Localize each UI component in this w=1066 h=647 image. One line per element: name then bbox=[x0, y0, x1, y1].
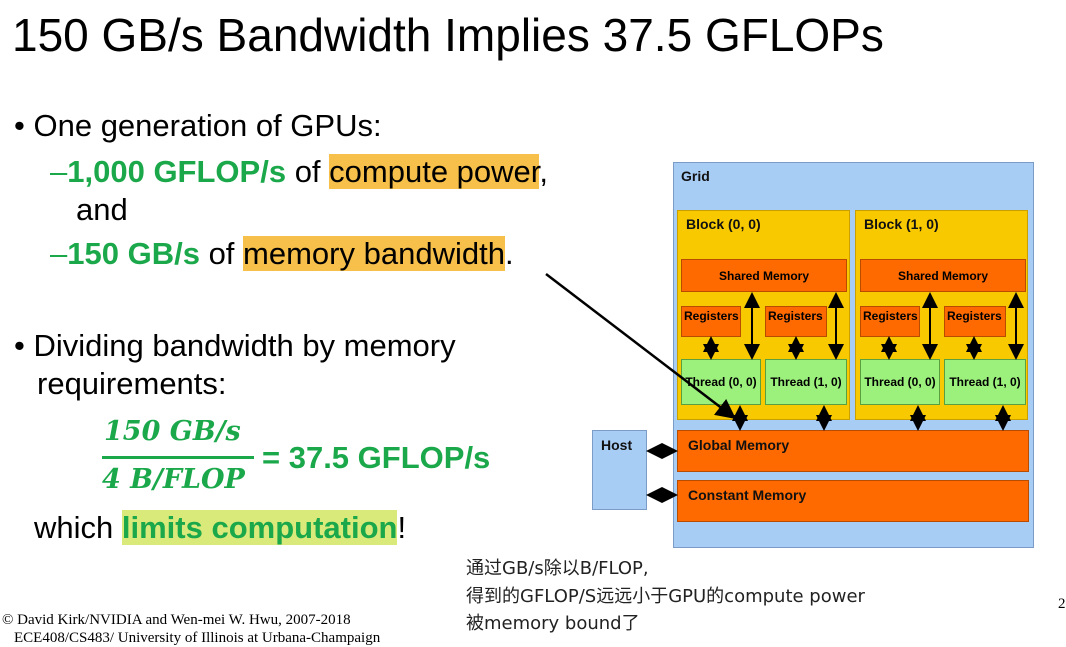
sub-item-bandwidth: –150 GB/s of memory bandwidth. bbox=[50, 236, 514, 272]
bullet-text: Dividing bandwidth by memory bbox=[33, 328, 456, 363]
footer-copyright: © David Kirk/NVIDIA and Wen-mei W. Hwu, … bbox=[2, 612, 351, 628]
exclaim-text: ! bbox=[397, 510, 407, 545]
thread-0-1: Thread (1, 0) bbox=[765, 359, 847, 405]
page-number: 2 bbox=[1058, 596, 1066, 612]
compute-power-highlight: compute power bbox=[329, 154, 540, 189]
bullet-marker: • bbox=[14, 108, 25, 143]
thread-1-0: Thread (0, 0) bbox=[860, 359, 940, 405]
registers-1-1: Registers bbox=[944, 306, 1006, 337]
comma-text: , bbox=[539, 154, 549, 189]
slide-title: 150 GB/s Bandwidth Implies 37.5 GFLOPs bbox=[12, 9, 884, 61]
period-text: . bbox=[504, 236, 514, 271]
fraction-bar bbox=[102, 456, 254, 459]
registers-1-0: Registers bbox=[860, 306, 920, 337]
thread-0-0: Thread (0, 0) bbox=[681, 359, 761, 405]
sub-item-compute: –1,000 GFLOP/s of compute power, bbox=[50, 154, 548, 190]
memory-bandwidth-highlight: memory bandwidth bbox=[243, 236, 505, 271]
grid-label: Grid bbox=[681, 168, 710, 184]
and-text: and bbox=[76, 192, 128, 227]
bullet-marker: • bbox=[14, 328, 25, 363]
limits-highlight: limits computation bbox=[121, 510, 398, 545]
fraction-numerator: 150 GB/s bbox=[104, 416, 241, 447]
bullet-dividing: • Dividing bandwidth by memory bbox=[14, 328, 456, 364]
note-line-1: 通过GB/s除以B/FLOP, bbox=[466, 558, 649, 579]
limits-line: which limits computation! bbox=[34, 510, 406, 546]
annotation-pointer-arrow bbox=[545, 273, 736, 420]
dash-marker: – bbox=[50, 154, 68, 189]
host-box: Host bbox=[592, 430, 647, 510]
registers-0-1: Registers bbox=[765, 306, 827, 337]
note-line-3: 被memory bound了 bbox=[466, 613, 640, 634]
bullet-text: One generation of GPUs: bbox=[33, 108, 382, 143]
thread-1-1: Thread (1, 0) bbox=[944, 359, 1026, 405]
shared-memory-1: Shared Memory bbox=[860, 259, 1026, 292]
which-text: which bbox=[34, 510, 122, 545]
block-1-label: Block (1, 0) bbox=[864, 216, 939, 232]
of-text: of bbox=[199, 236, 244, 271]
block-0-label: Block (0, 0) bbox=[686, 216, 761, 232]
shared-memory-0: Shared Memory bbox=[681, 259, 847, 292]
bullet-gpu-generation: • One generation of GPUs: bbox=[14, 108, 382, 144]
fraction-result: = 37.5 GFLOP/s bbox=[262, 440, 491, 475]
bullet-text-cont: requirements: bbox=[37, 366, 227, 401]
global-memory: Global Memory bbox=[677, 430, 1029, 472]
compute-value: 1,000 GFLOP/s bbox=[67, 154, 287, 189]
of-text: of bbox=[286, 154, 330, 189]
constant-memory: Constant Memory bbox=[677, 480, 1029, 522]
footer-course: ECE408/CS483/ University of Illinois at … bbox=[14, 630, 381, 646]
bandwidth-value: 150 GB/s bbox=[67, 236, 200, 271]
note-line-2: 得到的GFLOP/S远远小于GPU的compute power bbox=[466, 586, 865, 607]
dash-marker: – bbox=[50, 236, 68, 271]
fraction-denominator: 4 B/FLOP bbox=[102, 464, 245, 495]
